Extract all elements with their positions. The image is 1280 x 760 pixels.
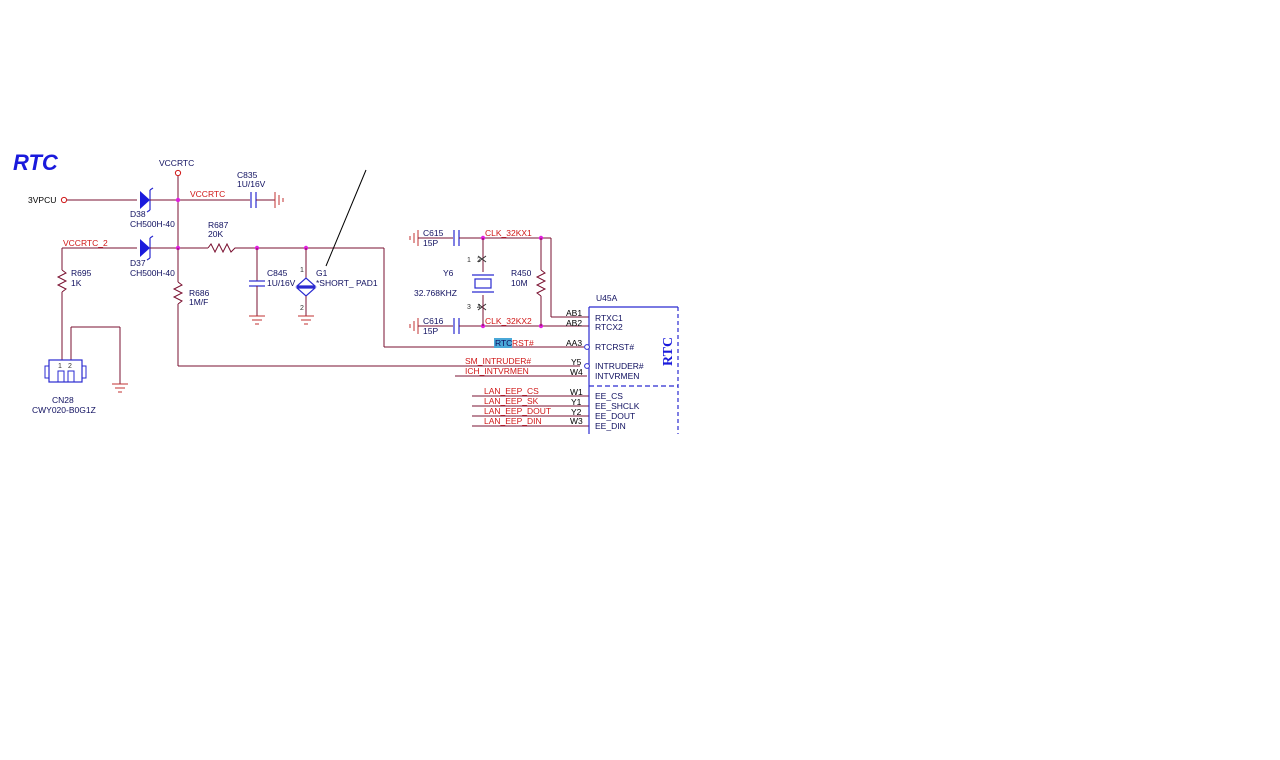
ic-pin-name: EE_SHCLK: [595, 401, 640, 411]
y6-crystal-icon: [472, 255, 494, 311]
d38-ref: D38: [130, 209, 146, 219]
search-highlight: [494, 338, 512, 348]
ic-pin-name: EE_DIN: [595, 421, 626, 431]
lan-sk-net-label: LAN_EEP_SK: [484, 396, 539, 406]
ground-icon: [249, 315, 265, 325]
ic-pin-number: W3: [570, 416, 583, 426]
ground-icon: [298, 315, 314, 325]
y6-ref: Y6: [443, 268, 454, 278]
c616-value: 15P: [423, 326, 438, 336]
junction-dot: [175, 197, 181, 203]
d37-ref: D37: [130, 258, 146, 268]
r687-ref: R687: [208, 220, 229, 230]
cn28-ref: CN28: [52, 395, 74, 405]
input-3vpcu-label: 3VPCU: [28, 195, 56, 205]
vccrtc2-net-label: VCCRTC_2: [63, 238, 108, 248]
c845-ref: C845: [267, 268, 288, 278]
cn28-pin2: 2: [68, 363, 72, 370]
ic-pin-name: INTRUDER#: [595, 361, 644, 371]
d38-value: CH500H-40: [130, 219, 175, 229]
ic-pin-name: RTCX2: [595, 322, 623, 332]
clk1-net-label: CLK_32KX1: [485, 228, 532, 238]
page-title: RTC: [13, 150, 59, 175]
r687-value: 20K: [208, 229, 223, 239]
pin-bubble-icon: [584, 363, 590, 369]
ic-pin-number: AA3: [566, 338, 582, 348]
ic-pin-number: Y1: [571, 397, 582, 407]
cn28-pin1: 1: [58, 363, 62, 370]
ic-pin-name: INTVRMEN: [595, 371, 639, 381]
g1-pin2: 2: [300, 305, 304, 312]
annotation-leader-line: [325, 169, 367, 267]
g1-pin1: 1: [300, 267, 304, 274]
ic-pin-name: EE_CS: [595, 391, 623, 401]
r695-ref: R695: [71, 268, 92, 278]
ic-block-label: RTC: [661, 337, 676, 366]
ic-pin-name: EE_DOUT: [595, 411, 635, 421]
ic-ref: U45A: [596, 293, 618, 303]
c616-ref: C616: [423, 316, 444, 326]
c616-capacitor-icon: [453, 318, 460, 334]
y6-pin: 3: [467, 304, 471, 311]
ic-pin-name: RTCRST#: [595, 342, 634, 352]
c835-value: 1U/16V: [237, 179, 266, 189]
c835-capacitor-icon: [250, 192, 257, 208]
c835-ref: C835: [237, 170, 258, 180]
r695-value: 1K: [71, 278, 82, 288]
ground-icon: [409, 230, 419, 246]
ic-pin-number: W4: [570, 367, 583, 377]
vccrtc-port-icon: [174, 169, 182, 177]
rtcrst-highlight-text: RTC: [495, 338, 512, 348]
vccrtc-net-label: VCCRTC: [190, 189, 225, 199]
c615-value: 15P: [423, 238, 438, 248]
lan-cs-net-label: LAN_EEP_CS: [484, 386, 539, 396]
c615-capacitor-icon: [453, 230, 460, 246]
clk2-net-label: CLK_32KX2: [485, 316, 532, 326]
ic-pin-number: Y5: [571, 357, 582, 367]
ground-icon: [274, 192, 284, 208]
r695-resistor-icon: [56, 269, 68, 293]
y6-value: 32.768KHZ: [414, 288, 457, 298]
d37-value: CH500H-40: [130, 268, 175, 278]
r686-ref: R686: [189, 288, 210, 298]
c845-capacitor-icon: [249, 280, 265, 287]
g1-shortpad-icon: [295, 277, 317, 297]
ic-pin-number: AB2: [566, 318, 582, 328]
ic-pin-number: Y2: [571, 407, 582, 417]
g1-value: *SHORT_ PAD1: [316, 278, 378, 288]
y6-pin: 1: [467, 257, 471, 264]
ground-icon: [409, 318, 419, 334]
rtcrst-net-label: RST#: [512, 338, 534, 348]
cn28-connector-icon: [44, 359, 87, 383]
c615-ref: C615: [423, 228, 444, 238]
ground-icon: [112, 383, 128, 393]
y6-pin: 4: [477, 304, 481, 311]
r686-resistor-icon: [172, 281, 184, 305]
input-3vpcu-port-icon: [60, 196, 68, 204]
intruder-net-label: SM_INTRUDER#: [465, 356, 531, 366]
pin-bubble-icon: [584, 344, 590, 350]
cn28-value: CWY020-B0G1Z: [32, 405, 96, 415]
y6-pin: 2: [477, 257, 481, 264]
ic-pin-name: RTXC1: [595, 313, 623, 323]
lan-din-net-label: LAN_EEP_DIN: [484, 416, 542, 426]
g1-ref: G1: [316, 268, 328, 278]
r686-value: 1M/F: [189, 297, 208, 307]
r450-ref: R450: [511, 268, 532, 278]
ic-pin-number: W1: [570, 387, 583, 397]
ic-pin-number: AB1: [566, 308, 582, 318]
r687-resistor-icon: [207, 242, 238, 254]
vccrtc-port-label: VCCRTC: [159, 158, 194, 168]
intvrmen-net-label: ICH_INTVRMEN: [465, 366, 529, 376]
r450-resistor-icon: [535, 269, 547, 297]
lan-dout-net-label: LAN_EEP_DOUT: [484, 406, 551, 416]
r450-value: 10M: [511, 278, 528, 288]
c845-value: 1U/16V: [267, 278, 296, 288]
